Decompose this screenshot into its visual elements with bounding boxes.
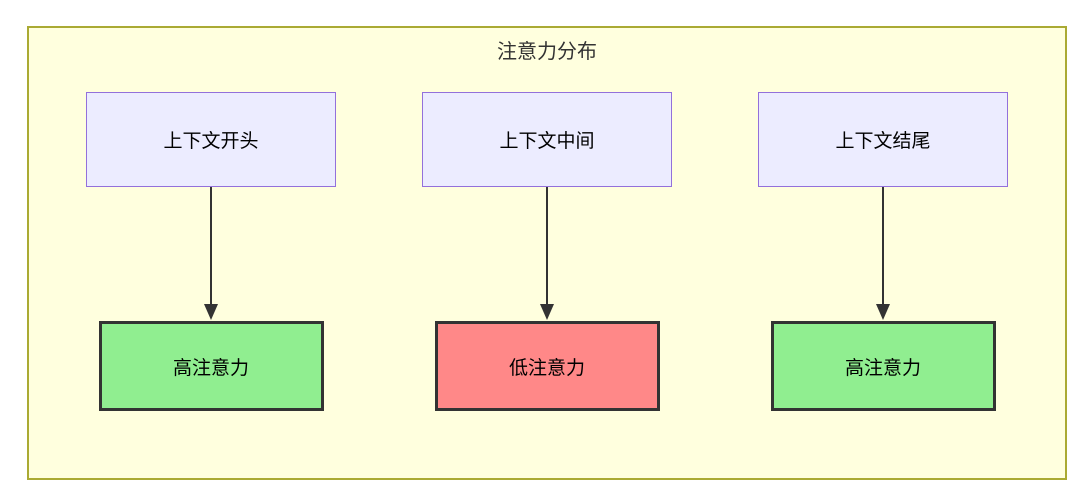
node-context-middle: 上下文中间 [422, 92, 672, 187]
arrow-connector [873, 187, 893, 321]
diagram-title: 注意力分布 [497, 41, 597, 63]
flow-column-begin: 上下文开头 高注意力 [86, 92, 336, 411]
arrow-down-icon [540, 187, 554, 320]
node-high-attention-right: 高注意力 [770, 321, 996, 411]
node-high-attention-left: 高注意力 [98, 321, 324, 411]
flow-column-end: 上下文结尾 高注意力 [758, 92, 1008, 411]
node-context-end: 上下文结尾 [758, 92, 1008, 187]
attention-distribution-container: 注意力分布 上下文开头 高注意力 上下文中间 [27, 26, 1067, 480]
arrow-down-icon [876, 187, 890, 320]
flow-column-middle: 上下文中间 低注意力 [422, 92, 672, 411]
node-low-attention: 低注意力 [434, 321, 660, 411]
flow-columns: 上下文开头 高注意力 上下文中间 低注意力 [29, 92, 1065, 411]
arrow-connector [201, 187, 221, 321]
arrow-down-icon [204, 187, 218, 320]
arrow-connector [537, 187, 557, 321]
node-context-beginning: 上下文开头 [86, 92, 336, 187]
